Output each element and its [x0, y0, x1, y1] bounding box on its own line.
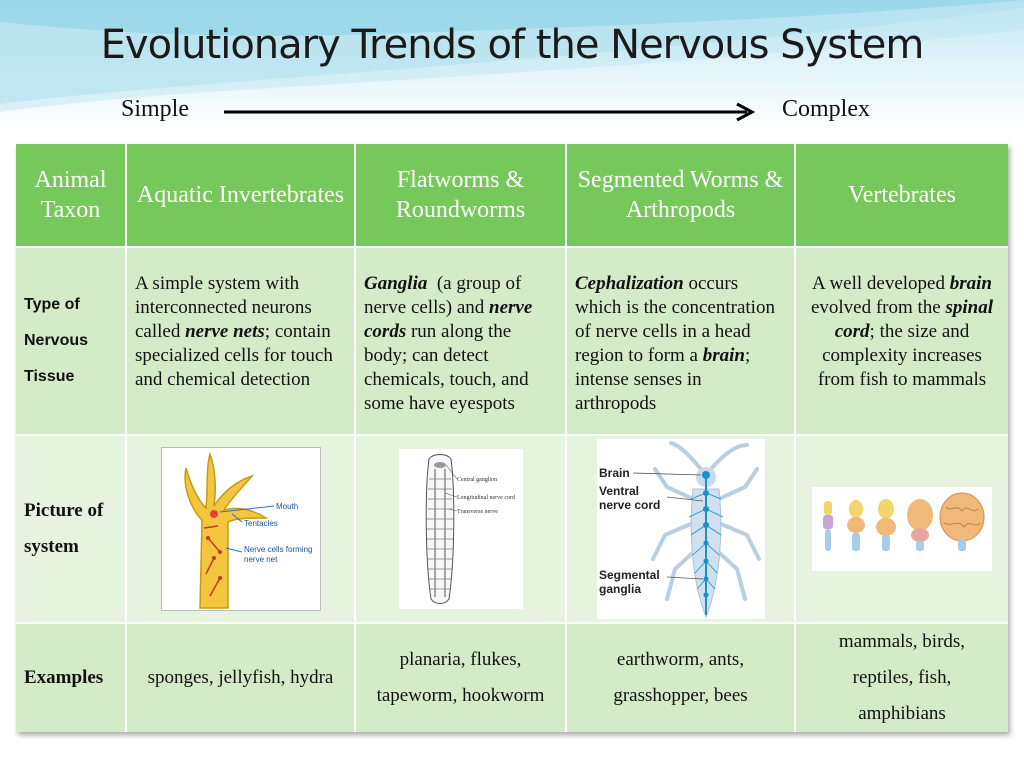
tissue-flatworms-cell: Ganglia (a group of nerve cells) and ner…: [356, 248, 567, 434]
hydra-nerve-net-image: Mouth Tentacles Nerve cells forming nerv…: [160, 447, 321, 611]
insect-nerve-cord-image: Brain Ventral nerve cord Segmental gangl…: [596, 439, 765, 619]
scale-simple-label: Simple: [121, 96, 190, 122]
page-title: Evolutionary Trends of the Nervous Syste…: [100, 22, 925, 68]
row-label-line: Nervous: [24, 332, 89, 349]
examples-flatworms-cell: planaria, flukes, tapeworm, hookworm: [356, 624, 567, 732]
nervous-system-table: Animal Taxon Aquatic Invertebrates Flatw…: [16, 144, 1008, 732]
row-label-line: Picture of: [24, 500, 104, 521]
header-segmented-worms-arthropods: Segmented Worms & Arthropods: [567, 144, 796, 246]
examples-aquatic-cell: sponges, jellyfish, hydra: [127, 624, 356, 732]
header-separator: [16, 246, 1008, 248]
examples-aquatic-text: sponges, jellyfish, hydra: [147, 667, 334, 688]
row-label-examples: Examples: [16, 624, 127, 732]
tissue-segmented-cell: Cephalization occurs which is the concen…: [567, 248, 796, 434]
examples-line: amphibians: [858, 703, 946, 724]
row-separator: [16, 434, 1008, 436]
hydra-icon: Mouth Tentacles Nerve cells forming nerv…: [183, 451, 312, 609]
svg-text:ganglia: ganglia: [599, 582, 641, 596]
table-row: Examples sponges, jellyfish, hydra plana…: [16, 624, 1008, 732]
brains-icon: [823, 492, 985, 551]
svg-text:nerve cord: nerve cord: [599, 498, 660, 512]
examples-segmented-cell: earthworm, ants, grasshopper, bees: [567, 624, 796, 732]
table-header-row: Animal Taxon Aquatic Invertebrates Flatw…: [16, 144, 1008, 246]
tissue-aquatic-text: A simple system with interconnected neur…: [135, 273, 333, 390]
tissue-vertebrates-text: A well developed brain evolved from the …: [810, 273, 994, 390]
row-label-line: Type of: [24, 296, 80, 313]
table-row: Picture of system Mouth Tentacles N: [16, 436, 1008, 622]
simple-to-complex-arrow-icon: [224, 102, 756, 122]
picture-flatworms-cell: Central ganglion Longitudinal nerve cord…: [356, 436, 567, 622]
tissue-aquatic-cell: A simple system with interconnected neur…: [127, 248, 356, 434]
picture-aquatic-cell: Mouth Tentacles Nerve cells forming nerv…: [127, 436, 356, 622]
picture-segmented-cell: Brain Ventral nerve cord Segmental gangl…: [567, 436, 796, 622]
svg-text:Tentacles: Tentacles: [244, 519, 278, 528]
header-vertebrates: Vertebrates: [848, 182, 956, 208]
svg-text:Ventral: Ventral: [599, 484, 639, 498]
examples-vertebrates-cell: mammals, birds, reptiles, fish, amphibia…: [796, 624, 1008, 732]
vertebrate-brains-image: [812, 487, 992, 571]
header-animal-taxon: Animal Taxon: [16, 144, 127, 246]
row-separator: [16, 622, 1008, 624]
examples-line: reptiles, fish,: [852, 667, 952, 688]
flatworm-nerve-cord-image: Central ganglion Longitudinal nerve cord…: [398, 449, 523, 609]
svg-text:Segmental: Segmental: [599, 568, 660, 582]
tissue-flatworms-text: Ganglia (a group of nerve cells) and ner…: [364, 273, 533, 414]
header-flatworms-roundworms: Flatworms & Roundworms: [356, 144, 567, 246]
svg-text:Mouth: Mouth: [276, 502, 298, 511]
examples-line: mammals, birds,: [838, 631, 966, 652]
tissue-segmented-text: Cephalization occurs which is the concen…: [575, 273, 775, 414]
row-label-line: Tissue: [24, 368, 75, 385]
picture-vertebrates-cell: [796, 436, 1008, 622]
scale-complex-label: Complex: [782, 96, 870, 122]
tissue-vertebrates-cell: A well developed brain evolved from the …: [796, 248, 1008, 434]
row-label-tissue: Type of Nervous Tissue: [16, 248, 127, 434]
svg-text:nerve net: nerve net: [244, 555, 278, 564]
svg-text:Longitudinal nerve cord: Longitudinal nerve cord: [457, 495, 515, 501]
header-aquatic-invertebrates: Aquatic Invertebrates: [127, 144, 356, 246]
svg-text:Brain: Brain: [599, 466, 630, 480]
examples-line: grasshopper, bees: [613, 685, 748, 706]
examples-line: planaria, flukes,: [399, 649, 522, 670]
row-label-line: system: [24, 536, 79, 557]
examples-line: earthworm, ants,: [616, 649, 745, 670]
svg-text:Central ganglion: Central ganglion: [457, 477, 497, 483]
svg-text:Transverse nerve: Transverse nerve: [457, 509, 498, 515]
grasshopper-icon: Brain Ventral nerve cord Segmental gangl…: [599, 441, 761, 619]
row-label-picture: Picture of system: [16, 436, 127, 622]
flatworm-icon: Central ganglion Longitudinal nerve cord…: [425, 454, 515, 604]
examples-line: tapeworm, hookworm: [376, 685, 545, 706]
svg-text:Nerve cells forming: Nerve cells forming: [244, 545, 312, 554]
header-wave-background: [0, 0, 1024, 130]
table-row: Type of Nervous Tissue A simple system w…: [16, 248, 1008, 434]
